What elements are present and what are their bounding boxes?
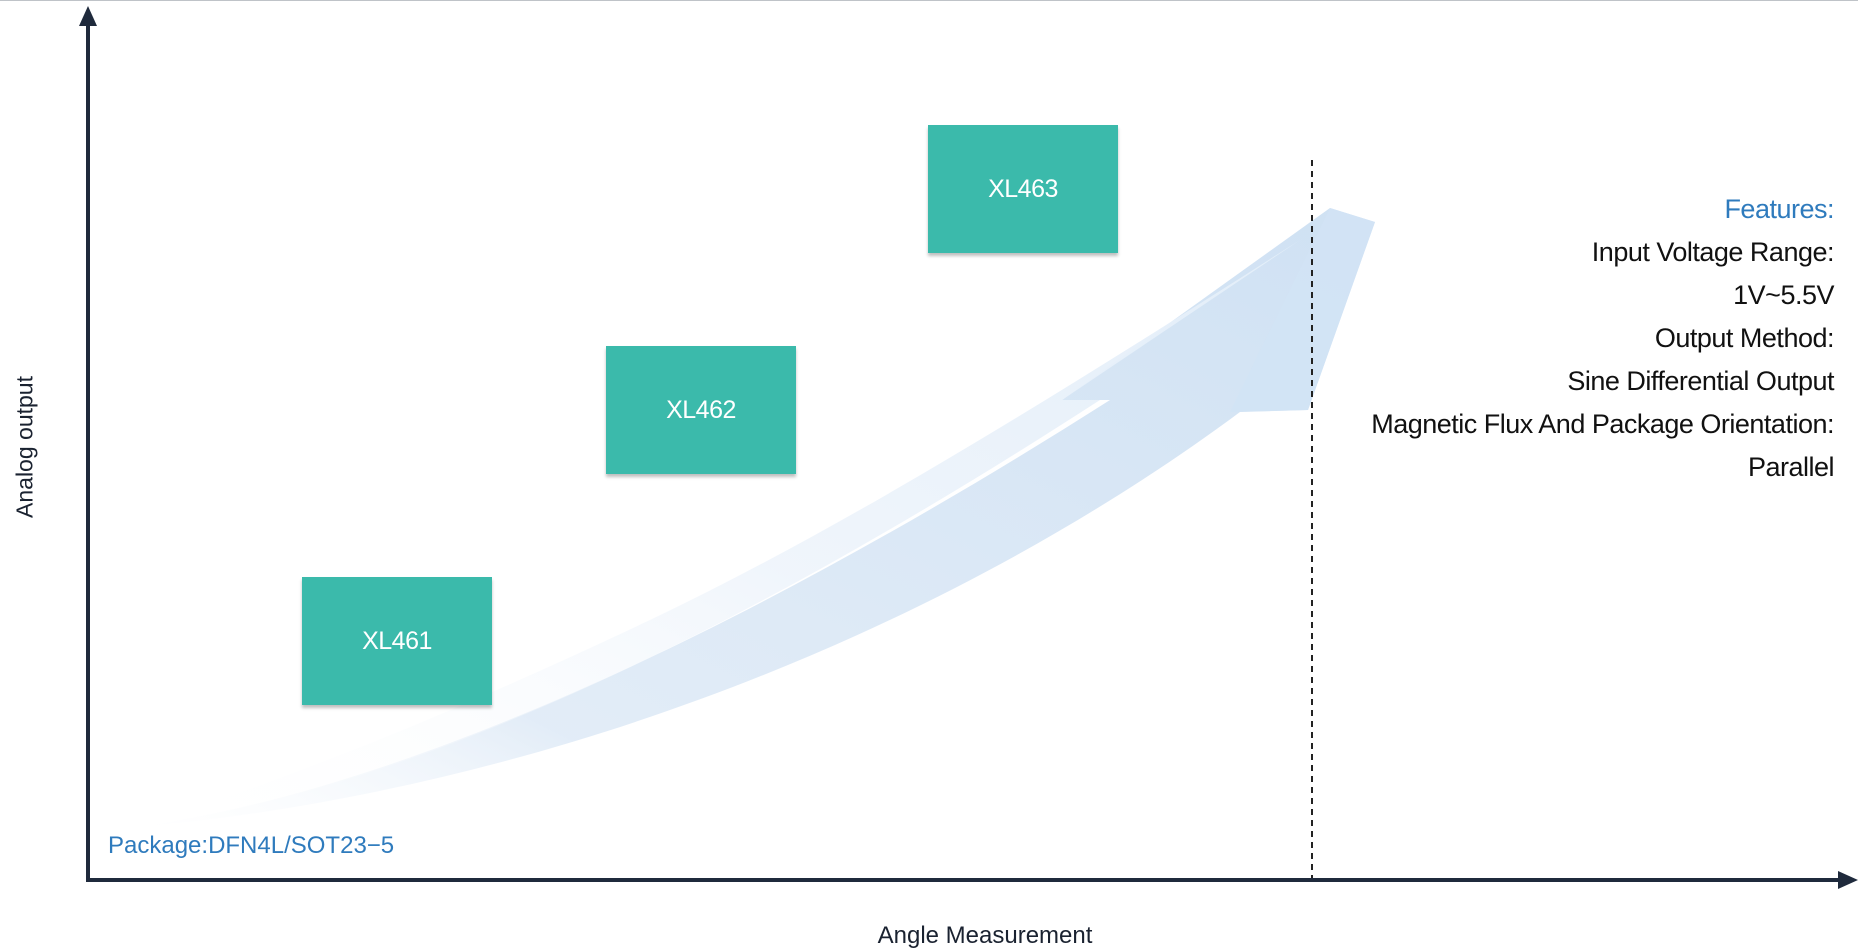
- feature-line: Output Method:: [1654, 323, 1835, 353]
- y-axis-label: Analog output: [11, 376, 38, 518]
- top-border-line: [0, 0, 1858, 1]
- feature-line: Magnetic Flux And Package Orientation:: [1371, 409, 1834, 439]
- feature-line: Input Voltage Range:: [1591, 237, 1835, 267]
- features-title: Features:: [1724, 194, 1834, 224]
- product-box-xl461: XL461: [302, 577, 492, 705]
- feature-line: 1V~5.5V: [1733, 280, 1834, 310]
- package-label: Package:DFN4L/SOT23−5: [108, 832, 395, 859]
- features-panel: Features: Input Voltage Range: 1V~5.5V O…: [1371, 188, 1834, 489]
- x-axis-arrowhead: [1838, 871, 1858, 889]
- product-box-xl463: XL463: [928, 125, 1118, 253]
- growth-arrow-icon: [130, 208, 1375, 828]
- feature-line: Parallel: [1747, 452, 1835, 482]
- product-box-xl462: XL462: [606, 346, 796, 474]
- x-axis-label: Angle Measurement: [877, 922, 1093, 949]
- feature-line: Sine Differential Output: [1567, 366, 1834, 396]
- y-axis-arrowhead: [79, 6, 97, 26]
